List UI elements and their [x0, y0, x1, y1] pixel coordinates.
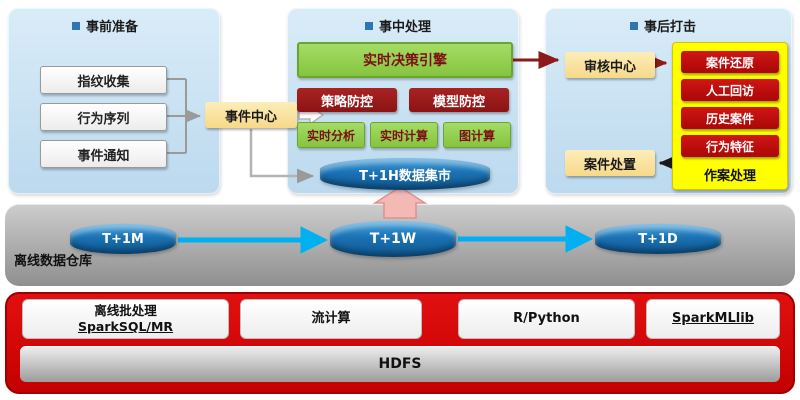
pre-event-title: 事前准备: [72, 16, 138, 35]
title-bullet-icon: [72, 21, 80, 30]
post-event-title: 事后打击: [630, 16, 696, 35]
strategy-control-box: 策略防控: [297, 88, 397, 112]
offline-batch-line2: SparkSQL/MR: [77, 319, 174, 334]
case-restore-box: 案件还原: [681, 51, 779, 73]
stream-compute-box: 流计算: [240, 299, 422, 339]
panel-title-text: 事后打击: [644, 20, 697, 35]
realtime-analysis-box: 实时分析: [297, 122, 365, 148]
case-processing-panel: 案件还原 人工回访 历史案件 行为特征 作案处理: [672, 42, 788, 190]
panel-title-text: 事前准备: [86, 20, 139, 35]
realtime-decision-engine-box: 实时决策引擎: [297, 42, 513, 78]
hdfs-bar: HDFS: [20, 346, 780, 382]
behavior-features-box: 行为特征: [681, 135, 779, 157]
t1w-cylinder: T+1W: [330, 221, 456, 257]
t1h-data-mart-cylinder: T+1H数据集市: [320, 158, 490, 190]
model-control-box: 模型防控: [409, 88, 509, 112]
history-cases-box: 历史案件: [681, 107, 779, 129]
title-bullet-icon: [365, 21, 373, 30]
manual-callback-box: 人工回访: [681, 79, 779, 101]
spark-mllib-box: SparkMLlib: [646, 299, 780, 339]
event-center-box: 事件中心: [205, 102, 297, 128]
realtime-compute-box: 实时计算: [370, 122, 438, 148]
panel-title-text: 事中处理: [379, 20, 432, 35]
t1d-cylinder: T+1D: [595, 224, 721, 254]
case-panel-label: 作案处理: [703, 169, 756, 184]
offline-warehouse-label: 离线数据仓库: [14, 254, 93, 269]
in-event-title: 事中处理: [365, 16, 431, 35]
graph-compute-box: 图计算: [443, 122, 511, 148]
title-bullet-icon: [630, 21, 638, 30]
offline-batch-box: 离线批处理 SparkSQL/MR: [22, 299, 229, 339]
r-python-box: R/Python: [458, 299, 635, 339]
audit-center-box: 审核中心: [565, 52, 655, 78]
offline-batch-line1: 离线批处理: [94, 303, 157, 319]
behavior-sequence-box: 行为序列: [40, 103, 167, 131]
fingerprint-collect-box: 指纹收集: [40, 66, 167, 94]
case-handling-box: 案件处置: [565, 150, 655, 176]
t1m-cylinder: T+1M: [70, 224, 176, 254]
event-notify-box: 事件通知: [40, 140, 167, 168]
